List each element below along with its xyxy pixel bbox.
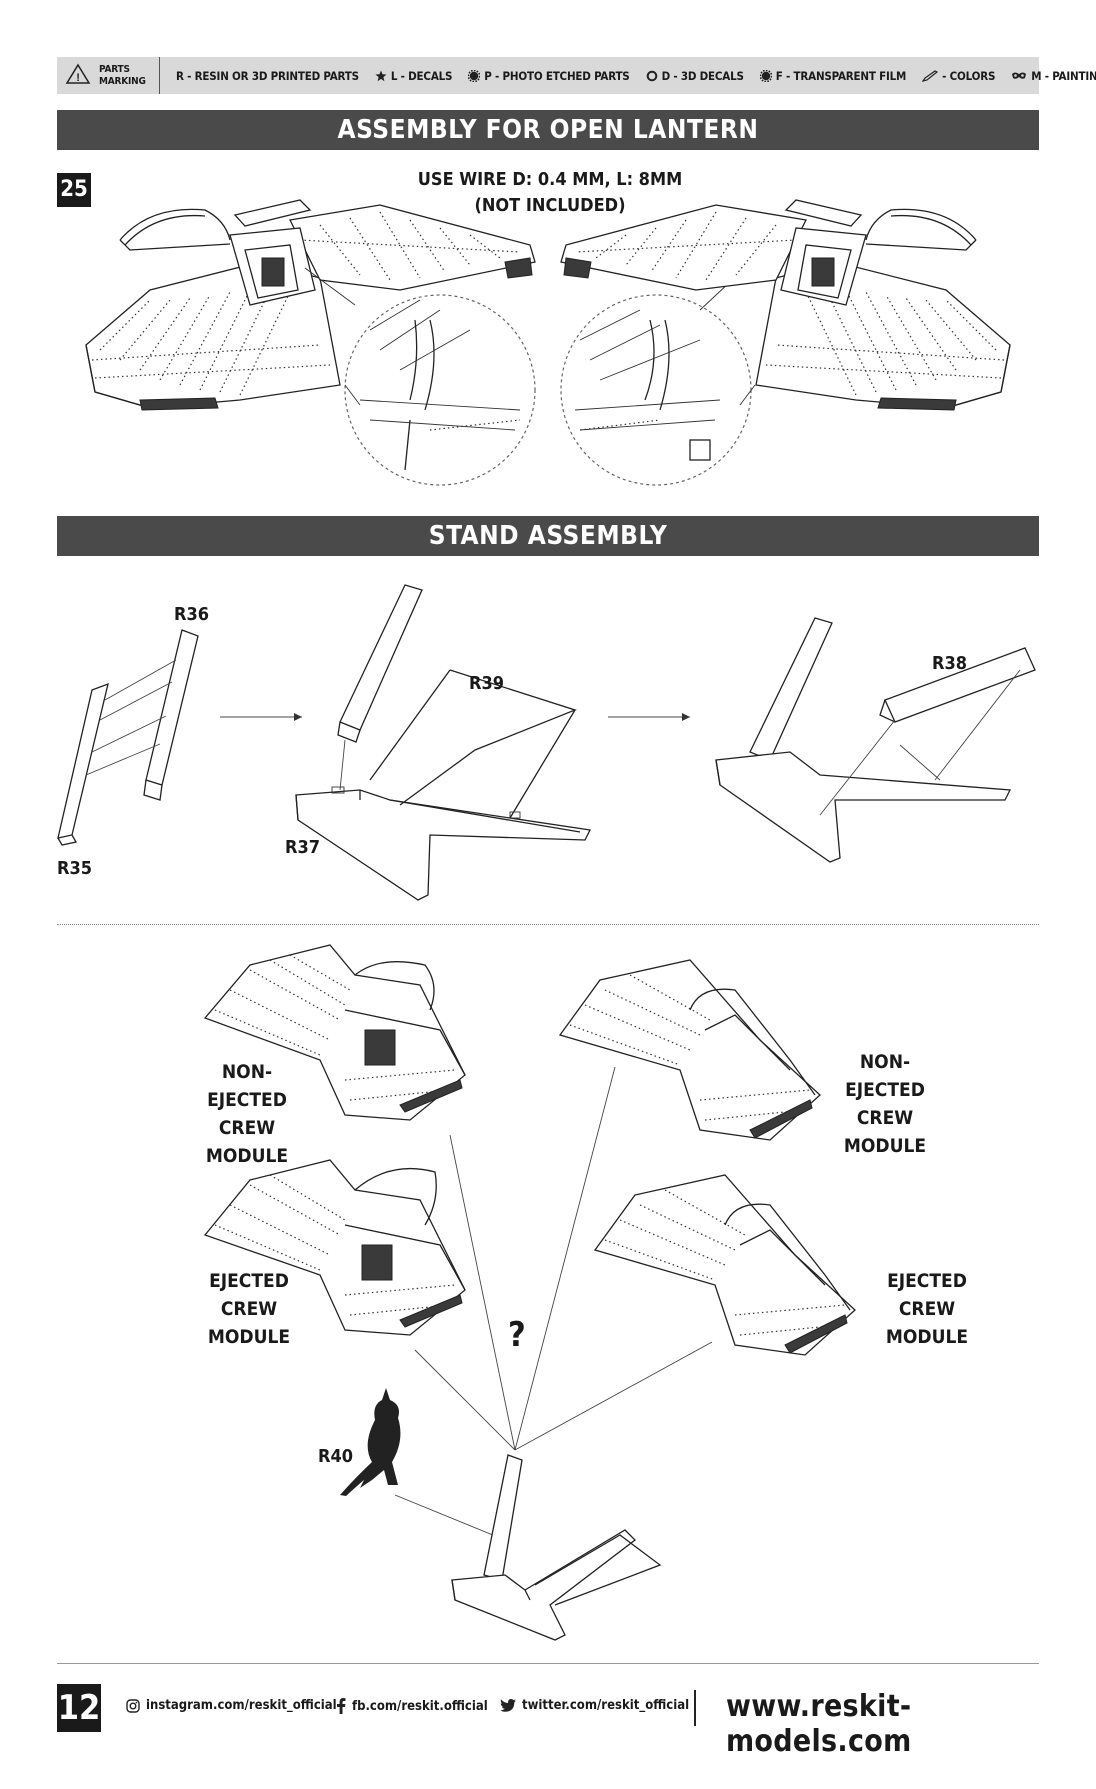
step-number: 25 xyxy=(57,173,91,207)
legend-item-photo-etched: P - PHOTO ETCHED PARTS xyxy=(468,69,630,83)
legend-item-3d-decals: D - 3D DECALS xyxy=(646,69,744,83)
brush-icon xyxy=(922,69,939,82)
svg-text:!: ! xyxy=(76,72,79,84)
wire-detail-left xyxy=(344,294,536,486)
label-ejected-left: EJECTED CREW MODULE xyxy=(207,1270,291,1348)
question-mark: ? xyxy=(508,1315,526,1355)
twitter-link[interactable]: twitter.com/reskit_official xyxy=(500,1698,689,1713)
wire-note-line1: USE WIRE D: 0.4 MM, L: 8MM xyxy=(417,169,683,190)
footer-divider xyxy=(694,1690,696,1726)
footer-rule xyxy=(57,1663,1039,1664)
stand-step-3 xyxy=(715,617,1036,863)
part-label-r39: R39 xyxy=(469,673,505,694)
website-link[interactable]: www.reskit-models.com xyxy=(726,1689,912,1759)
stand-final xyxy=(451,1454,662,1641)
part-label-r36: R36 xyxy=(174,604,210,625)
ring-icon xyxy=(646,70,658,82)
gear-icon xyxy=(759,69,772,82)
facebook-link[interactable]: fb.com/reskit.official xyxy=(336,1698,488,1714)
cockpit-left-illustration xyxy=(85,199,536,411)
stand-step-1 xyxy=(57,629,199,846)
label-non-ejected-right: NON-EJECTED CREW MODULE xyxy=(843,1051,927,1157)
legend-item-masks: M - PAINTING MASKS xyxy=(1011,69,1096,83)
part-label-r38: R38 xyxy=(932,653,968,674)
cockpit-right-illustration xyxy=(560,199,1011,411)
twitter-icon xyxy=(500,1699,516,1712)
parts-marking-label: PARTS MARKING xyxy=(99,63,146,87)
facebook-icon xyxy=(336,1698,346,1714)
wire-note: USE WIRE D: 0.4 MM, L: 8MM (NOT INCLUDED… xyxy=(400,167,700,219)
crew-module-top-left xyxy=(203,944,466,1121)
crew-module-bottom-left xyxy=(203,1159,466,1336)
section-header-stand: STAND ASSEMBLY xyxy=(57,516,1039,556)
wire-detail-right xyxy=(560,294,752,486)
warning-icon: ! xyxy=(65,63,91,88)
star-icon xyxy=(375,70,387,82)
instagram-icon xyxy=(126,1698,140,1713)
wire-note-line2: (NOT INCLUDED) xyxy=(474,195,626,216)
stand-step-2 xyxy=(295,584,591,901)
gear-icon xyxy=(468,69,481,82)
label-ejected-right: EJECTED CREW MODULE xyxy=(885,1270,969,1348)
section-header-open-lantern: ASSEMBLY FOR OPEN LANTERN xyxy=(57,110,1039,150)
page-number: 12 xyxy=(57,1684,101,1732)
legend-item-transparent-film: F - TRANSPARENT FILM xyxy=(759,69,906,83)
part-label-r37: R37 xyxy=(285,837,321,858)
parts-marking-legend: ! PARTS MARKING R - RESIN OR 3D PRINTED … xyxy=(57,57,1096,94)
legend-item-colors: - COLORS xyxy=(922,69,995,83)
part-label-r40: R40 xyxy=(318,1446,354,1467)
part-label-r35: R35 xyxy=(57,858,93,879)
kangaroo-figure xyxy=(340,1388,401,1496)
mask-icon xyxy=(1011,71,1027,81)
legend-item-decals: L - DECALS xyxy=(375,69,452,83)
parts-marking-box: ! PARTS MARKING xyxy=(57,57,160,94)
crew-module-top-right xyxy=(558,959,821,1141)
label-non-ejected-left: NON-EJECTED CREW MODULE xyxy=(205,1061,289,1167)
instagram-link[interactable]: instagram.com/reskit_official xyxy=(126,1698,337,1713)
legend-item-resin: R - RESIN OR 3D PRINTED PARTS xyxy=(176,68,359,83)
crew-module-bottom-right xyxy=(593,1174,856,1356)
section-divider xyxy=(57,924,1039,925)
